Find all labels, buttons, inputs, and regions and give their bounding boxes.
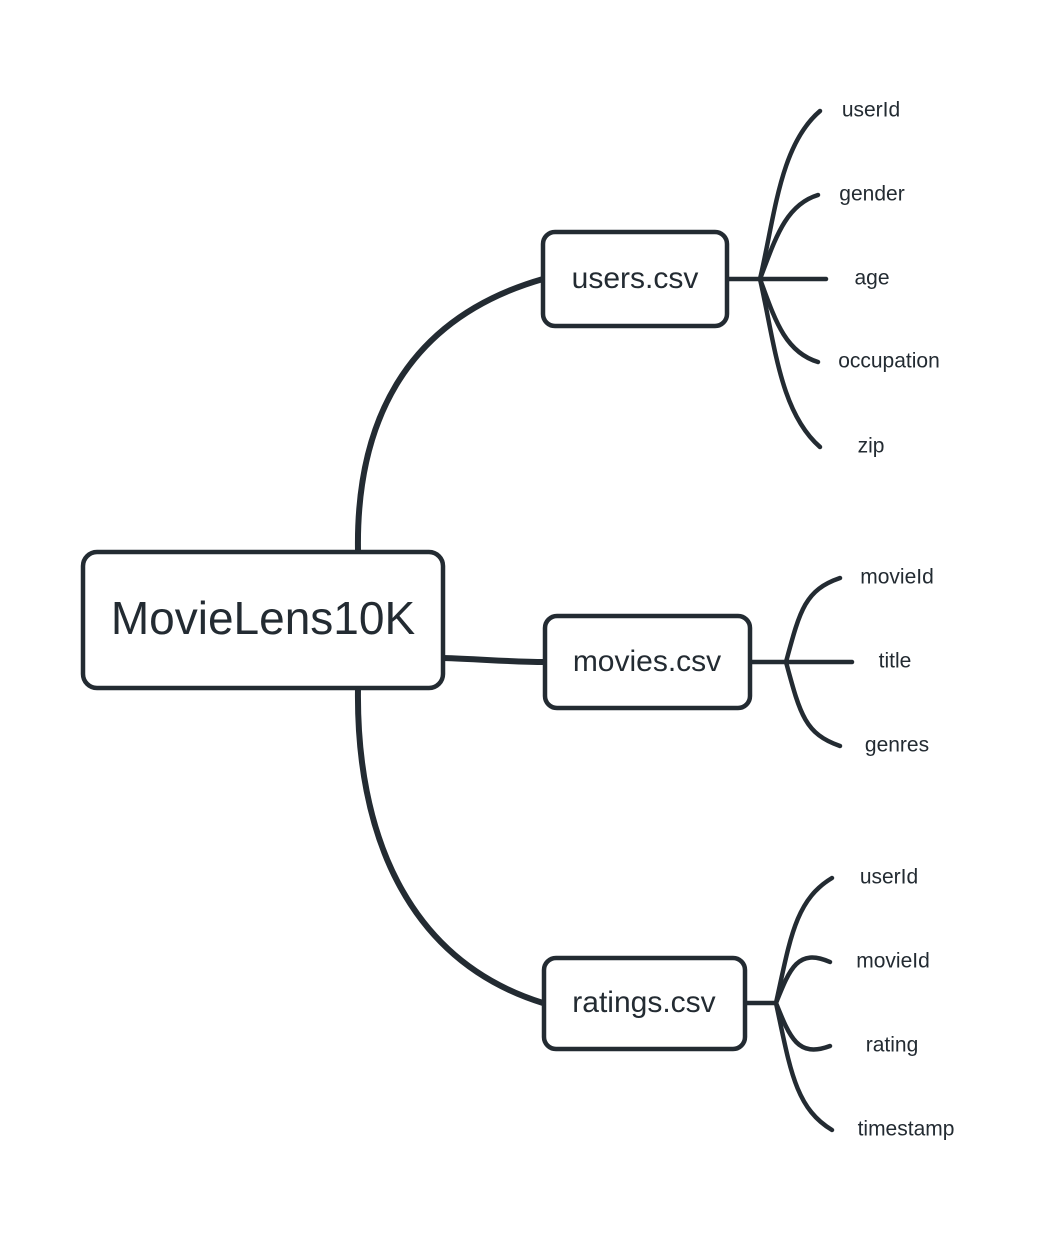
movies-leaf-labels: movieId title genres xyxy=(860,566,934,757)
edge-root-to-users xyxy=(354,276,546,554)
branch-node-movies[interactable]: movies.csv xyxy=(542,613,753,711)
edge-users-to-zip xyxy=(757,276,823,450)
edge-root-to-ratings xyxy=(354,685,546,1006)
leaf-label-ratings-timestamp: timestamp xyxy=(858,1118,955,1141)
leaf-label-users-gender: gender xyxy=(839,183,904,206)
edge-ratings-to-movieId xyxy=(773,955,833,1006)
root-node-label: MovieLens10K xyxy=(111,592,416,644)
leaf-label-ratings-rating: rating xyxy=(866,1034,919,1057)
branch-node-movies-label: movies.csv xyxy=(573,645,721,678)
leaf-label-users-age: age xyxy=(854,267,889,290)
leaf-label-movies-genres: genres xyxy=(865,734,929,757)
branch-node-users-box[interactable] xyxy=(540,229,730,329)
root-edges xyxy=(354,276,548,1006)
edge-movies-to-genres xyxy=(783,659,843,749)
branch-node-users[interactable]: users.csv xyxy=(540,229,730,329)
leaf-label-movies-title: title xyxy=(879,650,912,673)
edge-ratings-to-timestamp xyxy=(773,1000,835,1133)
leaf-label-ratings-movieId: movieId xyxy=(856,950,930,973)
root-node-box[interactable] xyxy=(80,549,446,691)
leaf-label-ratings-userId: userId xyxy=(860,866,918,889)
leaf-label-movies-movieId: movieId xyxy=(860,566,934,589)
branch-node-ratings[interactable]: ratings.csv xyxy=(541,955,748,1052)
edge-ratings-to-userId xyxy=(773,875,835,1006)
leaf-label-users-userId: userId xyxy=(842,99,900,122)
branch-node-ratings-label: ratings.csv xyxy=(572,986,715,1019)
leaf-label-users-occupation: occupation xyxy=(838,350,940,373)
branch-node-ratings-box[interactable] xyxy=(541,955,748,1052)
root-node[interactable]: MovieLens10K xyxy=(80,549,446,691)
edge-movies-to-movieId xyxy=(783,575,843,665)
branch-node-users-label: users.csv xyxy=(572,262,699,295)
edge-root-to-movies xyxy=(440,655,548,665)
users-leaf-labels: userId gender age occupation zip xyxy=(838,99,940,458)
ratings-leaf-labels: userId movieId rating timestamp xyxy=(856,866,954,1141)
branch-node-movies-box[interactable] xyxy=(542,613,753,711)
movies-leaf-edges xyxy=(747,575,855,749)
edge-users-to-gender xyxy=(757,192,821,282)
edge-users-to-userId xyxy=(757,108,823,282)
users-leaf-edges xyxy=(724,108,829,450)
ratings-leaf-edges xyxy=(742,875,835,1133)
leaf-label-users-zip: zip xyxy=(858,435,885,458)
